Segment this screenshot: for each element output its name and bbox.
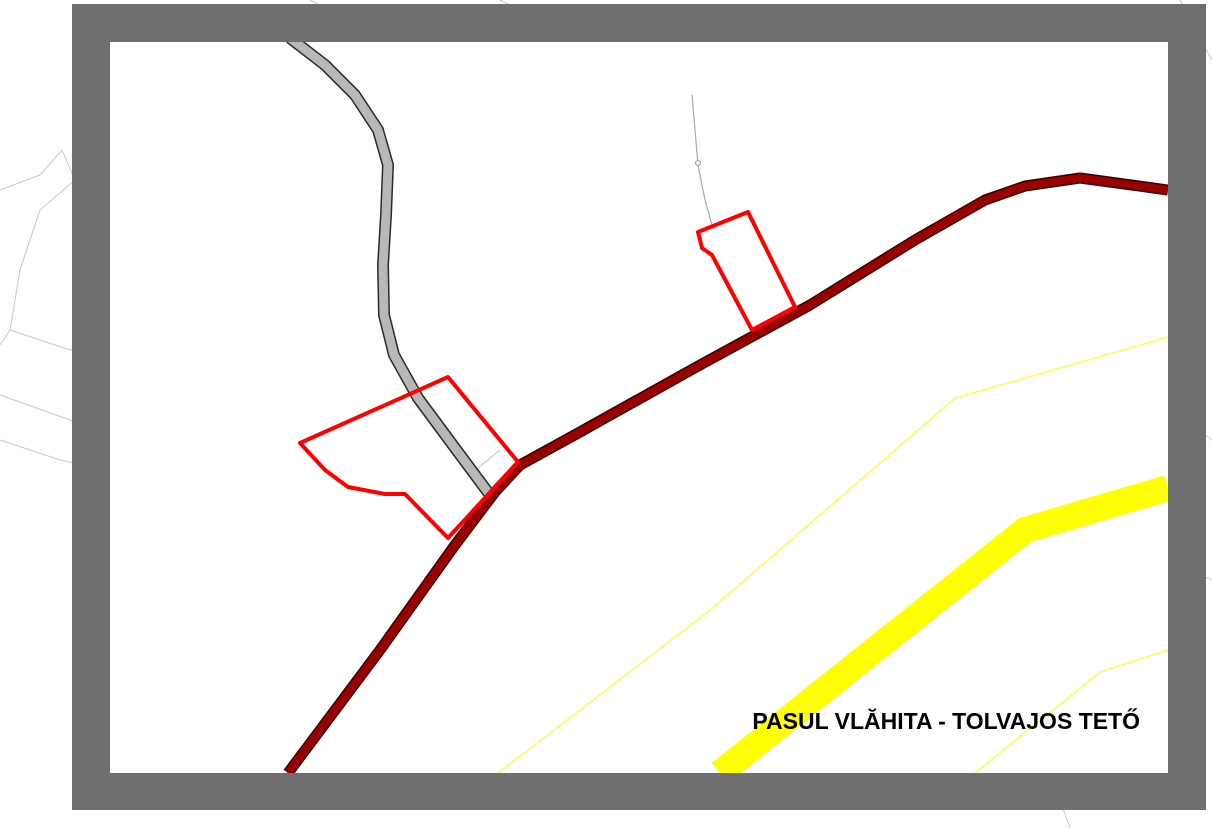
parcel-outline-right [696, 210, 797, 332]
main-road [283, 172, 1168, 773]
bg-line [0, 149, 76, 346]
footpath-line [691, 94, 713, 226]
yellow-boundary [497, 336, 1168, 773]
parcel-outline [298, 210, 797, 540]
boundary-thin-line-lower [974, 649, 1168, 773]
boundary-thin-line [497, 336, 1168, 773]
secondary-road [286, 42, 501, 499]
parcel-outline-left [298, 375, 520, 540]
map-title-label: PASUL VLĂHITA - TOLVAJOS TETŐ [752, 708, 1140, 734]
boundary-thick-band [711, 475, 1168, 773]
